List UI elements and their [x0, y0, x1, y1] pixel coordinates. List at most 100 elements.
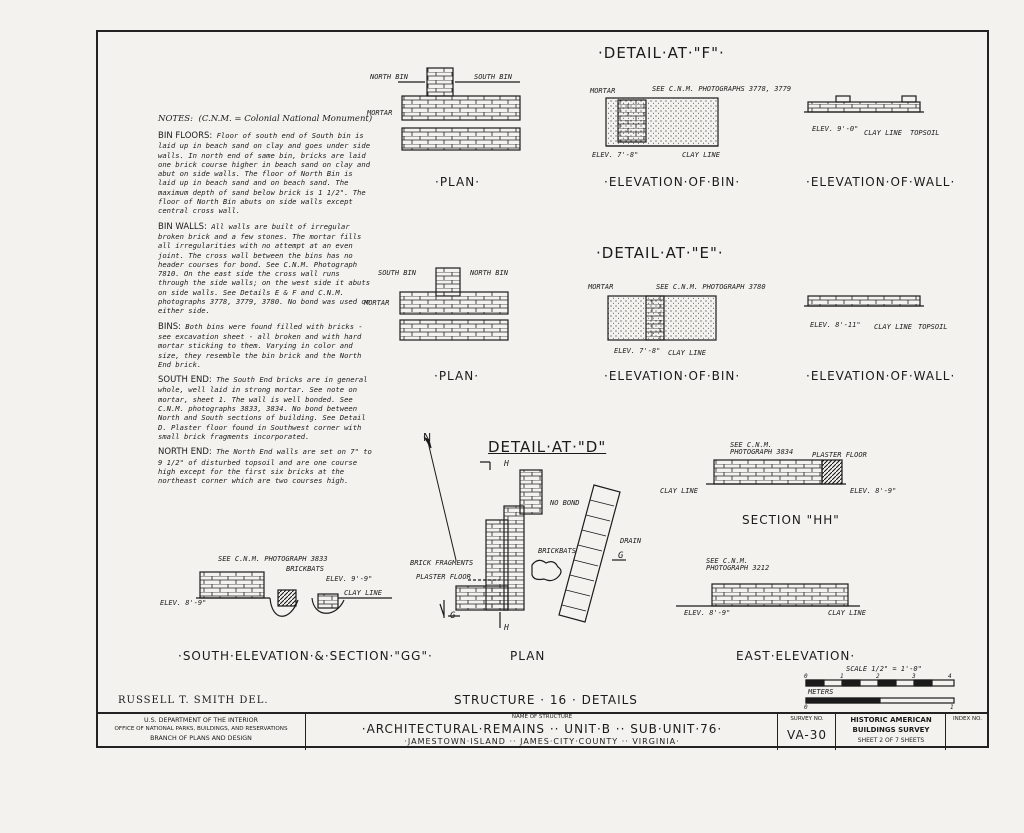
detail-e-elevation-wall-drawing [804, 295, 924, 307]
detail-e-elevation-bin-drawing [607, 295, 717, 341]
detail-e-elevation-bin-title: ·ELEVATION·OF·BIN· [604, 369, 741, 383]
detail-f-south-bin-label: SOUTH BIN [474, 73, 512, 81]
south-elevation-drawing [196, 571, 392, 617]
detail-e-elev-bin-level: ELEV. 7'-8" [614, 347, 661, 355]
detail-e-photo-label: SEE C.N.M. PHOTOGRAPH 3780 [656, 283, 766, 291]
south-elevation-title: ·SOUTH·ELEVATION·&·SECTION·"GG"· [178, 649, 433, 663]
notes-block: NOTES: (C.N.M. = Colonial National Monum… [158, 110, 373, 491]
scale-bars [805, 679, 955, 704]
detail-d-h-bottom-label: H [504, 623, 509, 632]
detail-d-drain-label: DRAIN [620, 537, 642, 545]
note-bin-walls: BIN WALLS: All walls are built of irregu… [158, 221, 371, 316]
notes-heading-note: (C.N.M. = Colonial National Monument) [198, 114, 373, 124]
scale-feet-4: 4 [948, 673, 952, 680]
detail-e-mortar-plan-label: MORTAR [364, 299, 390, 307]
title-block: U.S. DEPARTMENT OF THE INTERIOR OFFICE O… [96, 712, 989, 750]
habs-line-2: BUILDINGS SURVEY [852, 726, 930, 734]
north-arrow-label: N [423, 431, 433, 444]
structure-name-cell: NAME OF STRUCTURE ·ARCHITECTURAL·REMAINS… [306, 714, 778, 750]
index-no-label: INDEX NO. [953, 716, 982, 722]
survey-no-label: SURVEY NO. [790, 716, 824, 722]
detail-d-brickbats-label: BRICKBATS [538, 547, 576, 555]
south-elevation-elev-left-label: ELEV. 8'-9" [160, 599, 207, 607]
east-elevation-elev-label: ELEV. 8'-9" [684, 609, 731, 617]
agency-line-2: OFFICE OF NATIONAL PARKS, BUILDINGS, AND… [114, 726, 288, 732]
scale-feet-3: 3 [912, 673, 916, 680]
detail-f-elevation-wall-title: ·ELEVATION·OF·WALL· [806, 175, 956, 189]
detail-f-elev-wall-level: ELEV. 9'-0" [812, 125, 859, 133]
scale-meters-label: METERS [808, 688, 834, 696]
south-elevation-clay-line-label: CLAY LINE [344, 589, 382, 597]
section-hh-drawing [706, 459, 846, 485]
detail-f-clay-line-wall-label: CLAY LINE [864, 129, 902, 137]
detail-e-topsoil-label: TOPSOIL [918, 323, 948, 331]
habs-line-1: HISTORIC AMERICAN [850, 716, 932, 724]
habs-cell: HISTORIC AMERICAN BUILDINGS SURVEY SHEET… [836, 714, 946, 750]
section-hh-clay-line-label: CLAY LINE [660, 487, 698, 495]
detail-d-plaster-floor-label: PLASTER FLOOR [416, 573, 471, 581]
section-hh-elev-label: ELEV. 8'-9" [850, 487, 897, 495]
detail-f-mortar-elev-label: MORTAR [590, 87, 616, 95]
agency-line-3: BRANCH OF PLANS AND DESIGN [150, 735, 252, 742]
east-elevation-title: EAST·ELEVATION· [736, 649, 856, 663]
detail-e-plan-drawing [399, 267, 509, 341]
structure-name: ·ARCHITECTURAL·REMAINS ·· UNIT·B ·· SUB·… [361, 722, 723, 736]
detail-f-elev-bin-level: ELEV. 7'-8" [592, 151, 639, 159]
detail-f-north-bin-label: NORTH BIN [370, 73, 408, 81]
detail-f-elevation-bin-title: ·ELEVATION·OF·BIN· [604, 175, 741, 189]
survey-no: VA-30 [787, 728, 827, 742]
note-bin-floors: BIN FLOORS: Floor of south end of South … [158, 131, 371, 216]
detail-f-mortar-plan-label: MORTAR [367, 109, 393, 117]
note-north-end: NORTH END: The North End walls are set o… [158, 447, 372, 486]
scale-meters-1: 1 [950, 704, 954, 711]
east-elevation-photo-label: SEE C.N.M. PHOTOGRAPH 3212 [706, 557, 770, 572]
detail-e-elev-wall-level: ELEV. 8'-11" [810, 321, 861, 329]
south-elevation-photo-label: SEE C.N.M. PHOTOGRAPH 3833 [218, 555, 328, 563]
structure-location: ·JAMESTOWN·ISLAND ·· JAMES·CITY·COUNTY ·… [404, 737, 680, 746]
scale-feet-2: 2 [876, 673, 880, 680]
detail-f-clay-line-label: CLAY LINE [682, 151, 720, 159]
agency-line-1: U.S. DEPARTMENT OF THE INTERIOR [144, 717, 258, 724]
detail-f-photo-label: SEE C.N.M. PHOTOGRAPHS 3778, 3779 [652, 85, 792, 93]
detail-f-plan-drawing [398, 67, 521, 151]
section-hh-title: SECTION "HH" [742, 513, 840, 527]
index-cell: INDEX NO. [946, 714, 989, 750]
detail-e-south-bin-label: SOUTH BIN [378, 269, 416, 277]
survey-cell: SURVEY NO. VA-30 [778, 714, 836, 750]
detail-f-elevation-bin-drawing [605, 97, 719, 147]
east-elevation-drawing [676, 583, 860, 607]
detail-f-topsoil-label: TOPSOIL [910, 129, 940, 137]
detail-d-plan-drawing [423, 436, 626, 628]
agency-cell: U.S. DEPARTMENT OF THE INTERIOR OFFICE O… [96, 714, 306, 750]
detail-d-title: DETAIL·AT·"D" [488, 438, 607, 456]
sheet-border [96, 30, 989, 748]
east-elevation-clay-line-label: CLAY LINE [828, 609, 866, 617]
detail-d-g-left-label: G [450, 611, 456, 621]
detail-d-brick-fragments-label: BRICK FRAGMENTS [410, 559, 474, 567]
scale-feet-1: 1 [840, 673, 844, 680]
detail-e-title: ·DETAIL·AT·"E"· [596, 244, 724, 262]
detail-e-elevation-wall-title: ·ELEVATION·OF·WALL· [806, 369, 956, 383]
detail-e-mortar-elev-label: MORTAR [588, 283, 614, 291]
sheet-number: SHEET 2 OF 7 SHEETS [857, 737, 925, 744]
notes-heading: NOTES: (C.N.M. = Colonial National Monum… [158, 114, 373, 124]
name-of-structure-label: NAME OF STRUCTURE [511, 714, 573, 720]
detail-d-h-top-label: H [504, 459, 509, 468]
structure-title: STRUCTURE · 16 · DETAILS [454, 693, 638, 707]
note-bins: BINS: Both bins were found filled with b… [158, 321, 363, 369]
detail-f-plan-title: ·PLAN· [435, 175, 481, 189]
detail-e-clay-line-label: CLAY LINE [668, 349, 706, 357]
south-elevation-elev-right-label: ELEV. 9'-9" [326, 575, 373, 583]
scale-label: SCALE 1/2" = 1'-0" [846, 665, 922, 673]
section-hh-photo-label: SEE C.N.M. PHOTOGRAPH 3834 [730, 441, 794, 456]
detail-e-north-bin-label: NORTH BIN [470, 269, 508, 277]
delineator-signature: RUSSELL T. SMITH DEL. [118, 695, 269, 706]
scale-feet-0: 0 [804, 673, 808, 680]
detail-f-title: ·DETAIL·AT·"F"· [598, 44, 725, 62]
detail-d-g-right-label: G [618, 551, 624, 561]
detail-f-elevation-wall-drawing [804, 95, 924, 113]
detail-d-plan-title: PLAN [510, 649, 546, 663]
south-elevation-brickbats-label: BRICKBATS [286, 565, 324, 573]
